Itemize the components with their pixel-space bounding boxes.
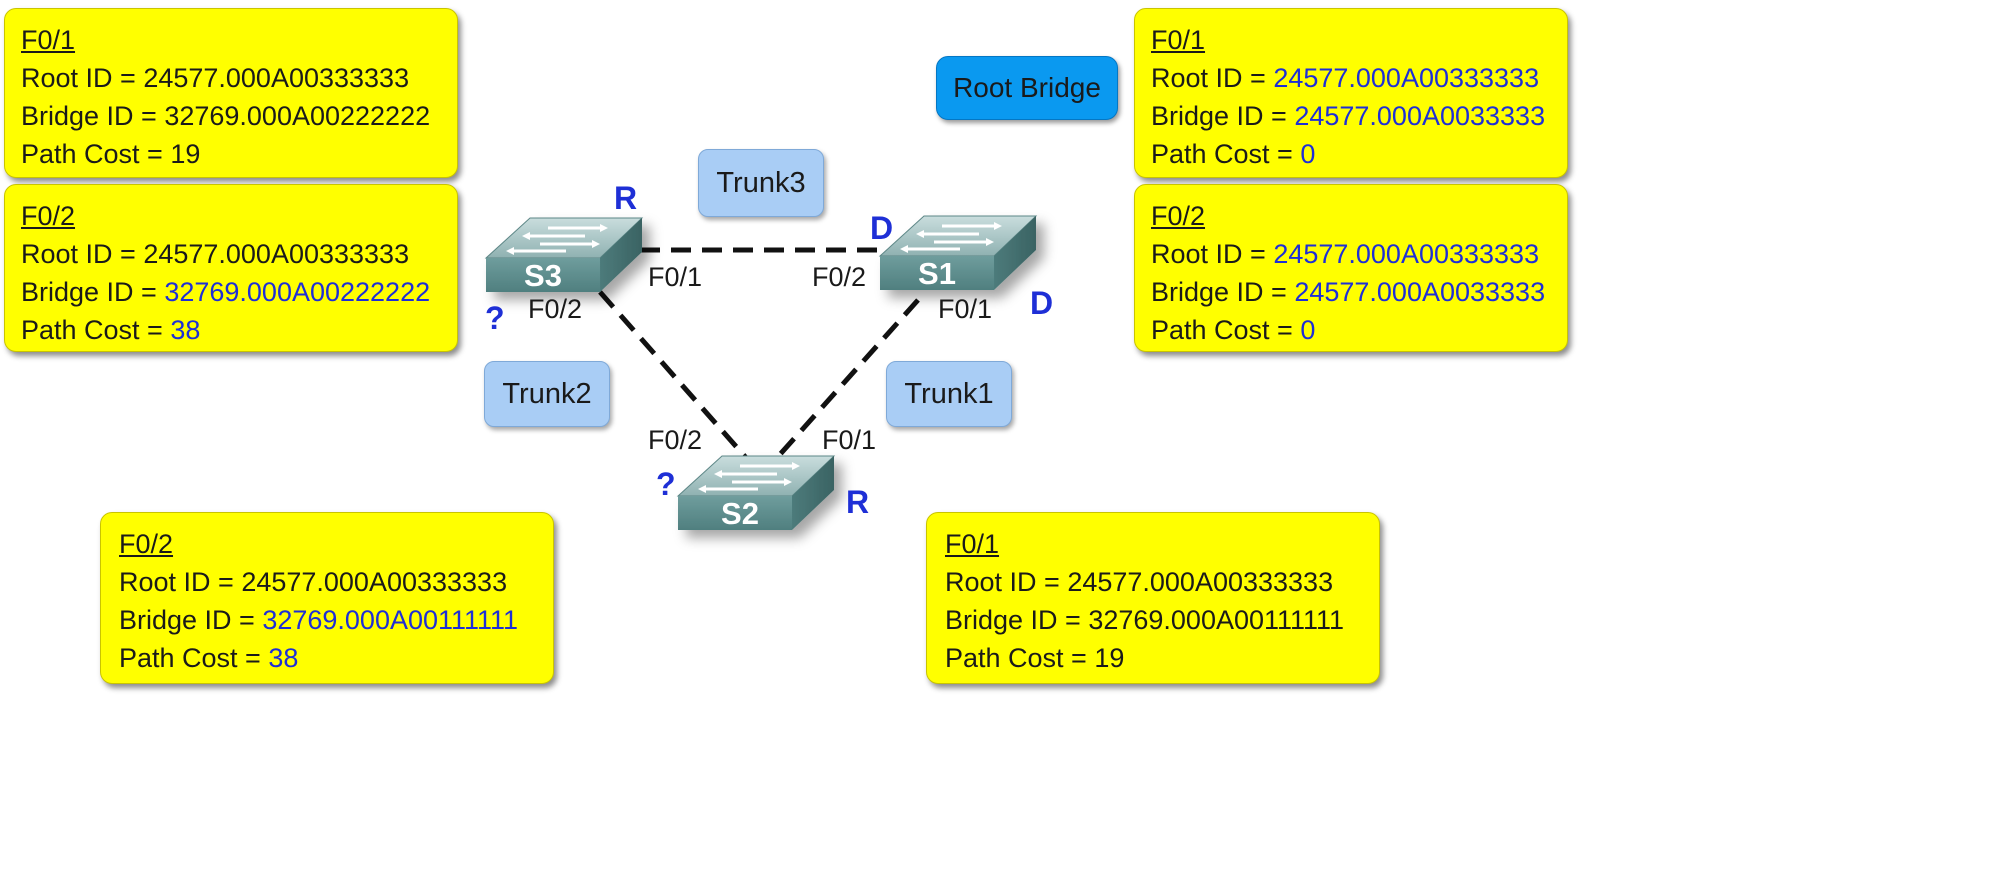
link-trunk2 [598,290,750,462]
port-name: F0/1 [945,529,1000,559]
s3-unknown-port-marker: ? [485,300,505,336]
info-box-s1-f01: F0/1 Root ID = 24577.000A00333333 Bridge… [1134,8,1568,178]
switch-s3[interactable] [484,217,644,292]
root-bridge-badge: Root Bridge [936,56,1118,120]
s3-port-f02-label: F0/2 [528,294,583,324]
path-cost-line: Path Cost = 38 [21,315,201,345]
info-box-s2-f01: F0/1 Root ID = 24577.000A00333333 Bridge… [926,512,1380,684]
port-name: F0/2 [21,201,76,231]
root-id-line: Root ID = 24577.000A00333333 [119,567,508,597]
bridge-id-line: Bridge ID = 32769.000A00111111 [119,605,519,635]
s2-port-f02-label: F0/2 [648,425,703,455]
path-cost-line: Path Cost = 0 [1151,315,1316,345]
root-id-line: Root ID = 24577.000A00333333 [1151,239,1540,269]
port-name: F0/1 [1151,25,1206,55]
path-cost-line: Path Cost = 38 [119,643,299,673]
info-box-s3-f01: F0/1 Root ID = 24577.000A00333333 Bridge… [4,8,458,178]
s1-designated-port-marker-2: D [1030,285,1054,321]
switch-s2-label: S2 [721,496,759,531]
bridge-id-line: Bridge ID = 32769.000A00222222 [21,101,431,131]
s3-root-port-marker: R [614,180,638,216]
s2-unknown-port-marker: ? [656,466,676,502]
path-cost-line: Path Cost = 19 [945,643,1125,673]
bridge-id-line: Bridge ID = 24577.000A0033333 [1151,101,1546,131]
s1-port-f02-label: F0/2 [812,262,867,292]
root-id-line: Root ID = 24577.000A00333333 [945,567,1334,597]
s2-root-port-marker: R [846,484,870,520]
port-name: F0/2 [1151,201,1206,231]
path-cost-line: Path Cost = 19 [21,139,201,169]
root-id-line: Root ID = 24577.000A00333333 [21,239,410,269]
s3-port-f01-label: F0/1 [648,262,703,292]
port-name: F0/2 [119,529,174,559]
bridge-id-line: Bridge ID = 32769.000A00222222 [21,277,431,307]
bridge-id-line: Bridge ID = 32769.000A00111111 [945,605,1345,635]
info-box-s3-f02: F0/2 Root ID = 24577.000A00333333 Bridge… [4,184,458,352]
s2-port-f01-label: F0/1 [822,425,877,455]
path-cost-line: Path Cost = 0 [1151,139,1316,169]
s1-port-f01-label: F0/1 [938,294,993,324]
root-id-line: Root ID = 24577.000A00333333 [1151,63,1540,93]
switch-s2[interactable] [676,455,836,530]
switch-s1[interactable] [878,215,1038,290]
s1-designated-port-marker: D [870,210,894,246]
link-trunk1 [773,298,920,462]
info-box-s2-f02: F0/2 Root ID = 24577.000A00333333 Bridge… [100,512,554,684]
info-box-s1-f02: F0/2 Root ID = 24577.000A00333333 Bridge… [1134,184,1568,352]
trunk3-label: Trunk3 [698,149,824,217]
port-name: F0/1 [21,25,76,55]
switch-s3-label: S3 [524,258,562,293]
trunk2-label: Trunk2 [484,361,610,427]
bridge-id-line: Bridge ID = 24577.000A0033333 [1151,277,1546,307]
root-id-line: Root ID = 24577.000A00333333 [21,63,410,93]
trunk1-label: Trunk1 [886,361,1012,427]
switch-s1-label: S1 [918,256,956,291]
